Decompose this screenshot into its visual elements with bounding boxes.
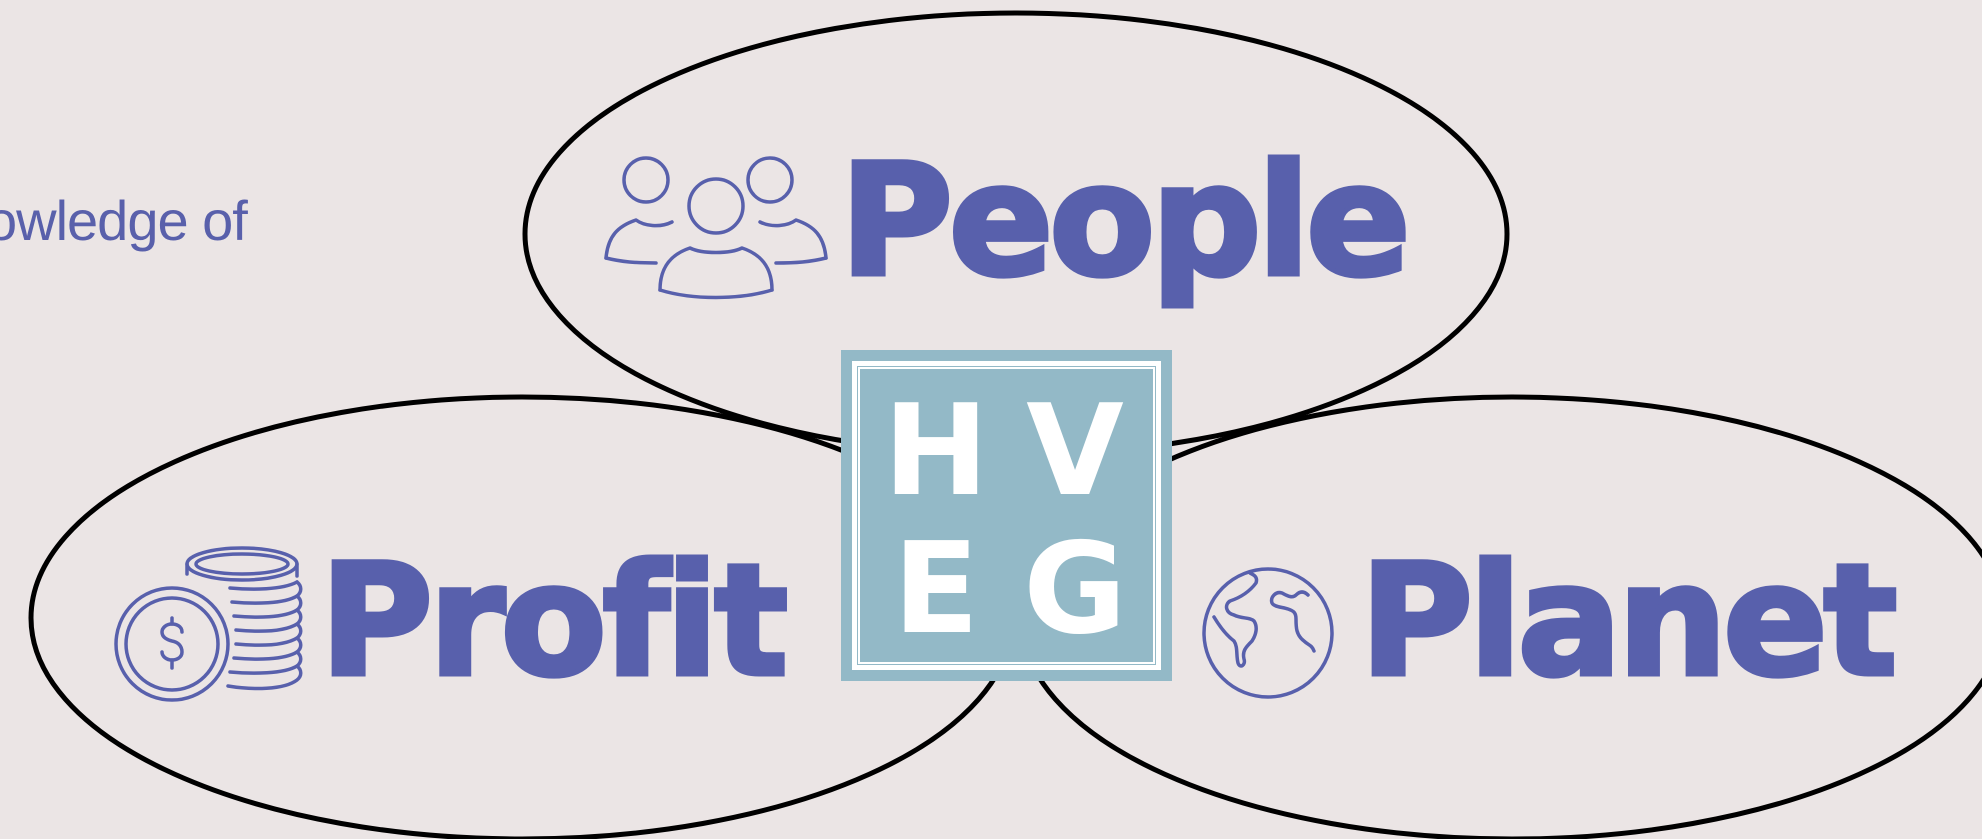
logo-letter-e: E xyxy=(892,515,980,662)
dollar-coins-icon xyxy=(114,546,303,702)
logo-letter-g: G xyxy=(1023,515,1127,662)
partial-text: owledge of xyxy=(0,189,248,252)
logo-frame-outer xyxy=(852,361,1161,670)
logo-letter-v: V xyxy=(1026,377,1124,524)
globe-icon xyxy=(1202,567,1334,699)
people-group-icon xyxy=(604,156,828,300)
label-people: People xyxy=(838,132,1414,311)
logo-frame-inner xyxy=(858,367,1155,664)
label-profit: Profit xyxy=(317,532,790,711)
logo-letter-h: H xyxy=(883,377,989,524)
hveg-logo: H V E G xyxy=(841,350,1172,681)
label-planet: Planet xyxy=(1357,532,1899,711)
